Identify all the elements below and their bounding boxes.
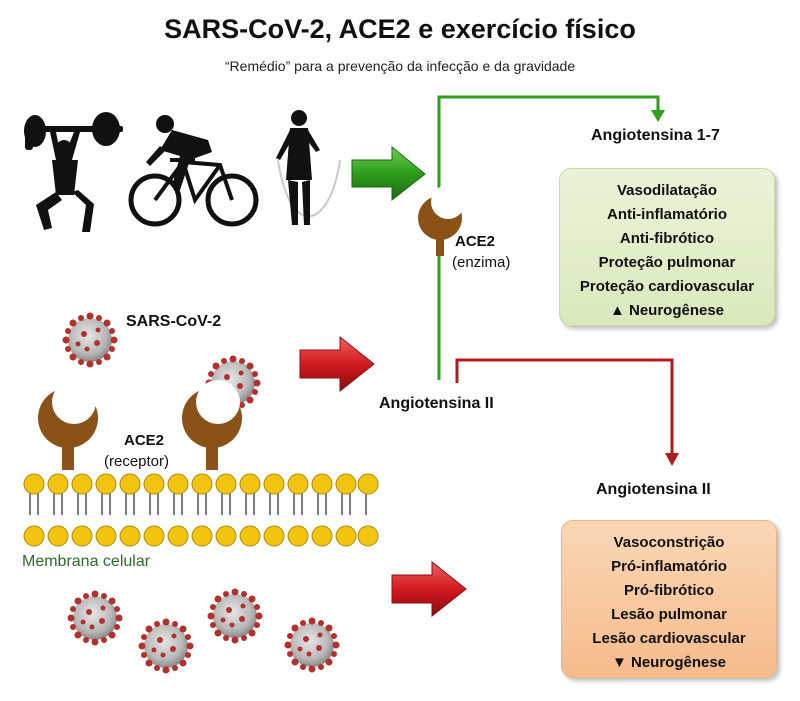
virus-icon	[284, 617, 340, 673]
harms-box: Vasoconstrição Pró-inflamatório Pró-fibr…	[561, 520, 777, 678]
angiotensina-17-label: Angiotensina 1-7	[591, 127, 720, 144]
angiotensina-ii-center-label: Angiotensina II	[379, 395, 494, 412]
red-arrow-icon	[391, 560, 467, 618]
virus-icon	[62, 312, 118, 368]
benefit-item: Anti-inflamatório	[607, 206, 727, 223]
ace2-enzyme-label: ACE2	[455, 233, 496, 250]
harm-item-neuro: ▼ Neurogênese	[562, 651, 776, 675]
benefit-item: Proteção cardiovascular	[579, 278, 755, 295]
virus-icon	[67, 590, 123, 646]
benefit-item: Anti-fibrótico	[619, 230, 715, 247]
harm-item: Pró-inflamatório	[611, 558, 727, 575]
virus-icon	[207, 588, 263, 644]
arrow-up-icon: ▲	[609, 302, 625, 319]
ace2-receptor-icon	[182, 380, 242, 470]
harm-item: Vasoconstrição	[613, 534, 725, 551]
virus-icon	[138, 618, 194, 674]
benefit-item-neuro: ▲ Neurogênese	[560, 299, 774, 323]
weightlifter-icon	[24, 112, 123, 232]
ace2-enzyme-icon	[418, 185, 465, 256]
red-arrow-icon	[299, 335, 375, 393]
cyclist-icon	[128, 115, 259, 227]
benefits-box: Vasodilatação Anti-inflamatório Anti-fib…	[559, 168, 775, 326]
angiotensina-ii-right-label: Angiotensina II	[596, 481, 711, 498]
red-pathway-arrowhead	[665, 453, 679, 466]
ace2-enzyme-note: (enzima)	[452, 254, 511, 271]
ace2-receptor-note: (receptor)	[104, 453, 170, 470]
page-title: SARS-CoV-2, ACE2 e exercício físico	[164, 14, 636, 44]
red-pathway-line	[455, 358, 674, 455]
arrow-down-icon: ▼	[611, 654, 627, 671]
ace2-receptor-label: ACE2	[124, 432, 165, 449]
ace2-receptor-icon	[38, 380, 98, 470]
sars-label: SARS-CoV-2	[126, 313, 222, 330]
cell-membrane	[23, 473, 379, 547]
harm-item: Lesão cardiovascular	[592, 630, 746, 647]
benefit-item: Proteção pulmonar	[598, 254, 736, 271]
green-arrow-icon	[351, 145, 426, 202]
harm-item-label: Neurogênese	[630, 654, 727, 671]
page-subtitle: “Remédio” para a prevenção da infecção e…	[224, 58, 576, 74]
harm-item: Lesão pulmonar	[611, 606, 727, 623]
jump-rope-icon	[276, 110, 341, 225]
benefit-item: Vasodilatação	[616, 182, 718, 199]
green-pathway-arrowhead	[651, 110, 665, 122]
benefit-item-label: Neurogênese	[628, 302, 725, 319]
membrane-label: Membrana celular	[22, 553, 151, 570]
harm-item: Pró-fibrótico	[624, 582, 714, 599]
